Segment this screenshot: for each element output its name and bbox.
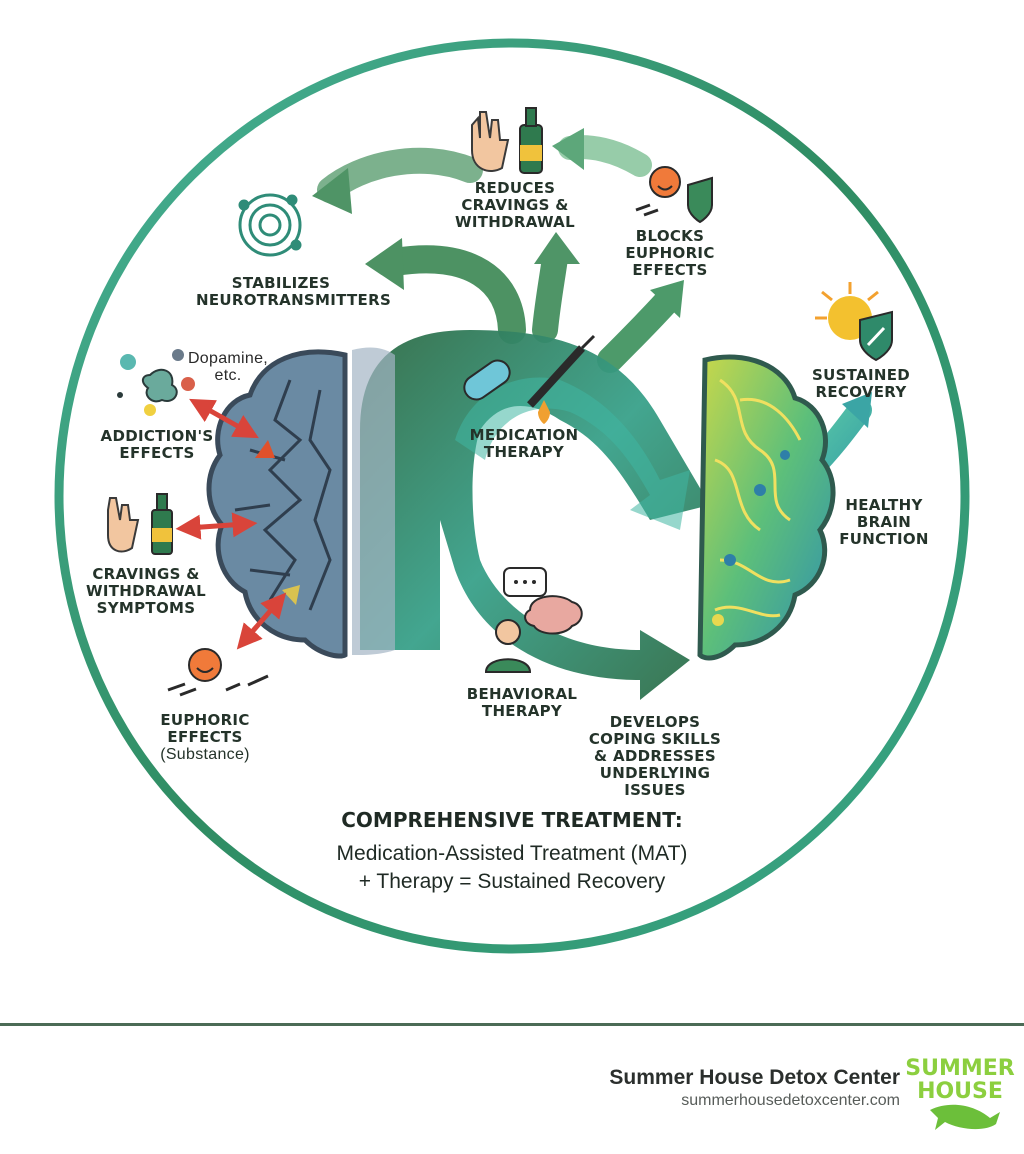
central-treatment-path [360, 330, 710, 700]
brand-name: Summer House Detox Center [609, 1066, 900, 1089]
caption-line-1: Medication-Assisted Treatment (MAT) [336, 842, 688, 865]
smiley-broken-chain-icon [167, 648, 269, 697]
healthy-brain [697, 354, 836, 661]
outer-ring [54, 38, 970, 954]
brain-damage-spot-1 [255, 440, 275, 458]
caption-line-2: + Therapy = Sustained Recovery [358, 870, 666, 893]
red-arrows [175, 398, 287, 650]
logo-text-line2: HOUSE [917, 1079, 1003, 1104]
syringe-icon [527, 334, 596, 424]
brand-url: summerhousedetoxcenter.com [681, 1092, 900, 1109]
arrow-up-stabilizes [381, 245, 526, 344]
label-dopamine: Dopamine,etc. [187, 350, 269, 384]
hand-bottle-small-icon [107, 493, 173, 555]
summer-house-logo: SUMMER HOUSE [905, 1056, 1015, 1130]
sun-shield-icon [815, 282, 893, 362]
caption-title: COMPREHENSIVE TREATMENT: [341, 808, 683, 832]
top-curved-arrows [312, 128, 872, 482]
arrow-to-stabilizes [317, 147, 483, 203]
caption: COMPREHENSIVE TREATMENT: Medication-Assi… [212, 808, 812, 896]
label-euphoric-sub: (Substance) [160, 746, 250, 763]
pill-icon [463, 359, 511, 401]
logo-text-line1: SUMMER [905, 1056, 1015, 1081]
molecules-icon [117, 349, 195, 416]
hand-bottle-icon [471, 107, 543, 174]
arrow-up-blocks [597, 287, 681, 373]
arrow-up-reduces [532, 245, 568, 343]
lizard-icon [930, 1104, 1000, 1130]
damaged-brain [206, 347, 395, 659]
neurotransmitter-icon [238, 193, 302, 257]
footer-divider [0, 1023, 1024, 1026]
smiley-chain-shield-icon [635, 166, 713, 224]
brain-damage-spot-2 [282, 585, 300, 605]
person-brain-icon [484, 567, 583, 673]
